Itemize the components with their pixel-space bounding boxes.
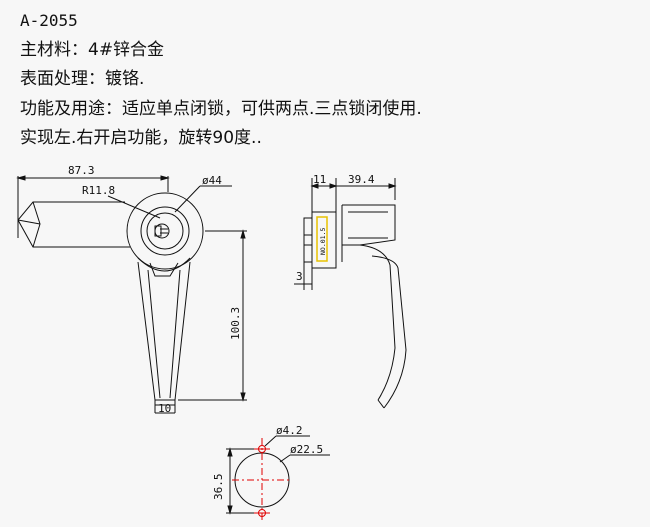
- cutout-view: [226, 435, 330, 523]
- dim-plate-label: 3: [296, 270, 303, 283]
- function-line-1: 功能及用途：适应单点闭锁，可供两点.三点锁闭使用.: [20, 98, 422, 119]
- dim-spacing-label: 36.5: [212, 474, 225, 501]
- side-view: [294, 178, 407, 409]
- surface-line: 表面处理：镀铬.: [20, 69, 145, 89]
- front-view: [16, 175, 247, 414]
- dim-depth-label: 39.4: [348, 173, 375, 186]
- spec-text: A-2055 主材料：4#锌合金 表面处理：镀铬. 功能及用途：适应单点闭锁，可…: [20, 6, 422, 154]
- function-line-2: 实现左.右开启功能，旋转90度..: [20, 128, 262, 148]
- dim-circle-label: ø22.5: [290, 443, 323, 456]
- material-line: 主材料：4#锌合金: [20, 39, 165, 60]
- dim-radius-label: R11.8: [82, 184, 115, 197]
- dim-hole-label: ø4.2: [276, 424, 303, 437]
- dim-length-label: 87.3: [68, 164, 95, 177]
- dim-thickness-label: 11: [313, 173, 326, 186]
- dim-height-label: 100.3: [229, 307, 242, 340]
- dim-diameter-label: ø44: [202, 174, 222, 187]
- dim-bottom-label: 10: [158, 402, 171, 415]
- model-number: A-2055: [20, 11, 78, 30]
- plate-label: NO.01.5: [319, 228, 327, 255]
